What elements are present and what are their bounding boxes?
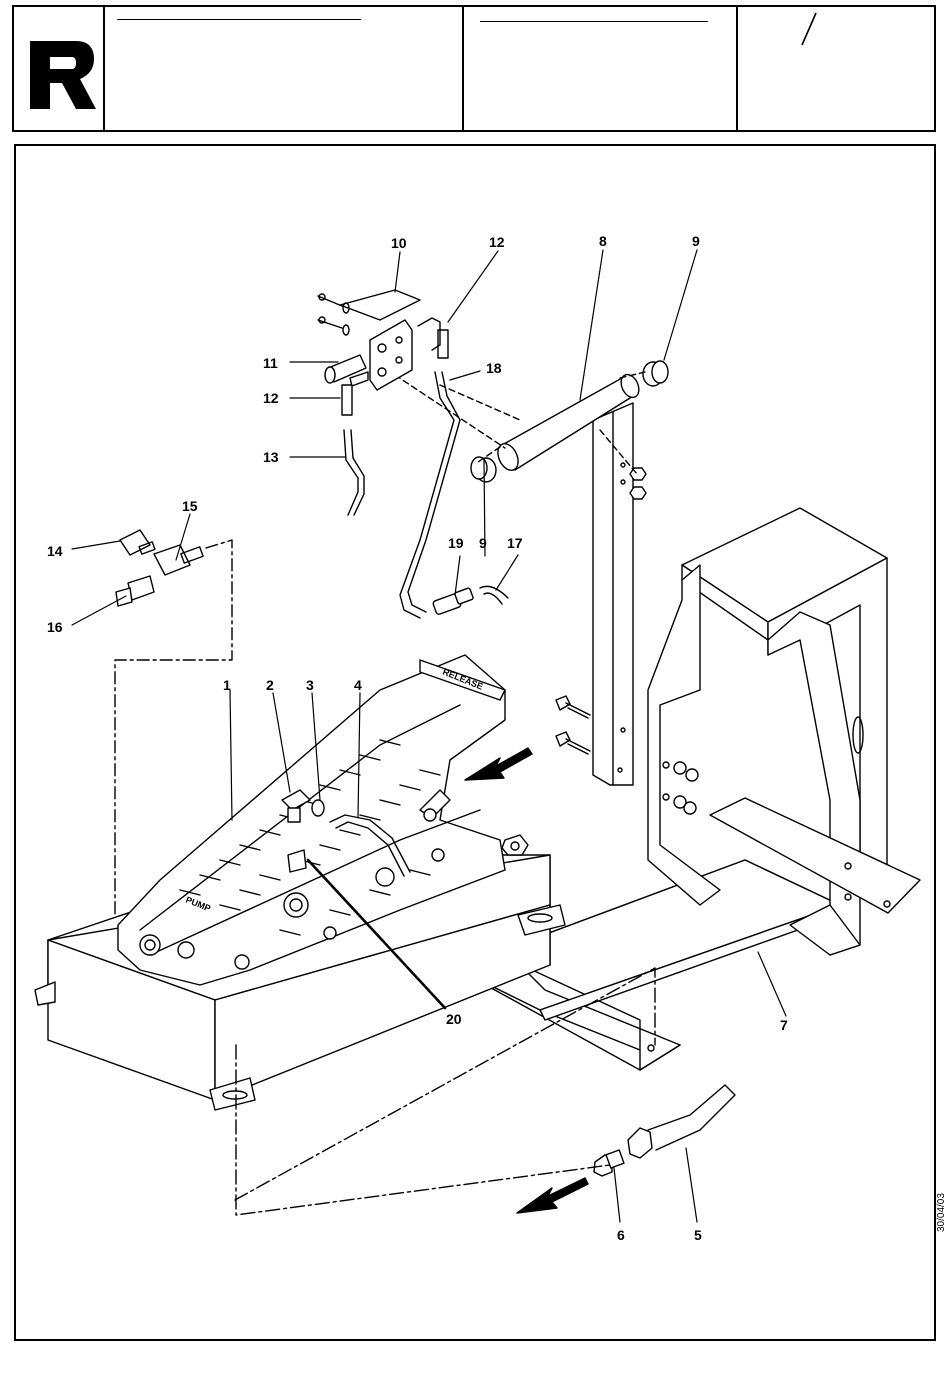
callout-20: 20 xyxy=(446,1011,462,1027)
callout-2: 2 xyxy=(266,677,274,693)
callout-1: 1 xyxy=(223,677,231,693)
bolt-upper xyxy=(556,696,590,718)
callout-6: 6 xyxy=(617,1227,625,1243)
callout-18: 18 xyxy=(486,360,502,376)
callout-9b: 9 xyxy=(479,535,487,551)
hose-5 xyxy=(628,1085,735,1158)
callout-17: 17 xyxy=(507,535,523,551)
callout-3: 3 xyxy=(306,677,314,693)
callout-14: 14 xyxy=(47,543,63,559)
adapter-6 xyxy=(594,1150,624,1176)
callout-7: 7 xyxy=(780,1017,788,1033)
flow-arrow-lower xyxy=(517,1178,588,1213)
callout-19: 19 xyxy=(448,535,464,551)
callout-15: 15 xyxy=(182,498,198,514)
callout-5: 5 xyxy=(694,1227,702,1243)
callout-4: 4 xyxy=(354,677,362,693)
coupling-19 xyxy=(432,588,473,615)
callout-16: 16 xyxy=(47,619,63,635)
revision-date: 30/04/03 xyxy=(936,1193,947,1232)
bolt-lower xyxy=(556,732,590,754)
callout-8: 8 xyxy=(599,233,607,249)
callout-9a: 9 xyxy=(692,233,700,249)
flow-arrow-upper xyxy=(465,748,532,780)
callout-11: 11 xyxy=(263,355,278,371)
valve-block-assembly xyxy=(318,290,508,618)
callout-13: 13 xyxy=(263,449,279,465)
callout-12a: 12 xyxy=(489,234,505,250)
callout-10: 10 xyxy=(391,235,407,251)
end-cap-right xyxy=(643,361,668,386)
callout-12b: 12 xyxy=(263,390,279,406)
